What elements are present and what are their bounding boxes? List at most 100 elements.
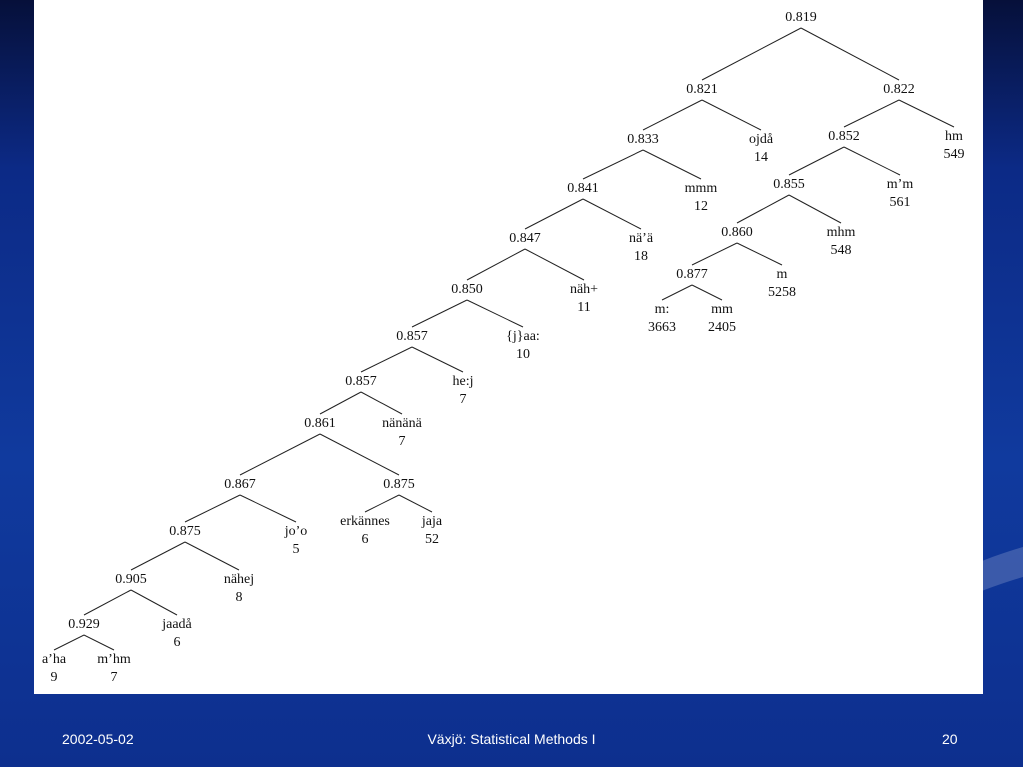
tree-edge-n0833-mmm bbox=[642, 149, 702, 180]
leaf-label-aha: a’ha bbox=[42, 652, 67, 667]
tree-edge-n0905-jaada bbox=[130, 589, 178, 616]
tree-edge-n0867-n0875a bbox=[184, 494, 241, 523]
node-score-n0867: 0.867 bbox=[224, 477, 256, 492]
node-score-n0875b: 0.875 bbox=[383, 477, 415, 492]
leaf-label-jaja: jaja bbox=[421, 514, 443, 529]
background-swoosh bbox=[803, 547, 1023, 687]
footer-date: 2002-05-02 bbox=[62, 731, 134, 747]
tree-edge-n0850-jaa bbox=[466, 299, 524, 328]
leaf-label-mmm: mmm bbox=[685, 181, 718, 196]
node-score-n0833: 0.833 bbox=[627, 132, 659, 147]
leaf-count-jaada: 6 bbox=[174, 635, 181, 650]
leaf-count-jaa: 10 bbox=[516, 347, 530, 362]
node-score-n0847: 0.847 bbox=[509, 231, 541, 246]
leaf-count-ojda: 14 bbox=[754, 150, 768, 165]
leaf-count-mmm: 12 bbox=[694, 199, 708, 214]
leaf-count-erkannes: 6 bbox=[362, 532, 369, 547]
node-score-n0857a: 0.857 bbox=[396, 329, 428, 344]
footer-title: Växjö: Statistical Methods I bbox=[427, 731, 596, 747]
tree-edge-n0857a-n0857b bbox=[360, 346, 413, 373]
tree-edge-n0821-ojda bbox=[701, 99, 762, 131]
tree-edge-n0852-mqm bbox=[843, 146, 901, 176]
leaf-count-nanana: 7 bbox=[399, 434, 406, 449]
leaf-count-nahej: 8 bbox=[236, 590, 243, 605]
tree-edge-n0929-mhm2 bbox=[83, 634, 115, 651]
node-score-n0841: 0.841 bbox=[567, 181, 599, 196]
tree-edge-n0861-n0867 bbox=[239, 433, 321, 476]
tree-edge-n0875b-erkannes bbox=[364, 494, 400, 513]
node-score-n0929: 0.929 bbox=[68, 617, 100, 632]
tree-edge-n0860-m bbox=[736, 242, 783, 266]
leaf-label-mhm: mhm bbox=[827, 225, 856, 240]
leaf-count-joo: 5 bbox=[293, 542, 300, 557]
node-score-n0822: 0.822 bbox=[883, 82, 915, 97]
tree-edge-n0852-n0855 bbox=[788, 146, 845, 176]
leaf-count-mhm2: 7 bbox=[111, 670, 118, 685]
tree-edge-n0841-n0847 bbox=[524, 198, 584, 230]
leaf-label-hm: hm bbox=[945, 129, 963, 144]
tree-edge-n0822-hm bbox=[898, 99, 955, 128]
leaf-count-hej: 7 bbox=[460, 392, 467, 407]
slide-number: 20 bbox=[942, 731, 958, 747]
leaf-label-erkannes: erkännes bbox=[340, 514, 390, 529]
node-score-n0855: 0.855 bbox=[773, 177, 805, 192]
leaf-label-mcolon: m: bbox=[655, 302, 670, 317]
leaf-count-nahplus: 11 bbox=[577, 300, 590, 315]
leaf-count-aha: 9 bbox=[51, 670, 58, 685]
leaf-label-naqa: nä’ä bbox=[629, 231, 654, 246]
leaf-label-nanana: nänänä bbox=[382, 416, 422, 431]
tree-edge-n0857b-nanana bbox=[360, 391, 403, 415]
tree-edge-n0860-n0877 bbox=[691, 242, 738, 266]
leaf-count-mhm: 548 bbox=[831, 243, 852, 258]
tree-edge-n0875b-jaja bbox=[398, 494, 433, 513]
leaf-count-mcolon: 3663 bbox=[648, 320, 676, 335]
leaf-label-jaada: jaadå bbox=[161, 617, 192, 632]
leaf-label-mhm2: m’hm bbox=[97, 652, 131, 667]
tree-edge-n0861-n0875b bbox=[319, 433, 400, 476]
leaf-label-joo: jo’o bbox=[284, 524, 308, 539]
tree-edge-n0833-n0841 bbox=[582, 149, 644, 180]
tree-edge-n0877-mcolon bbox=[661, 284, 693, 301]
leaf-count-mqm: 561 bbox=[890, 195, 911, 210]
tree-edge-n0929-aha bbox=[53, 634, 85, 651]
node-score-n0877: 0.877 bbox=[676, 267, 708, 282]
leaf-count-jaja: 52 bbox=[425, 532, 439, 547]
node-score-n0819: 0.819 bbox=[785, 10, 817, 25]
leaf-label-nahej: nähej bbox=[224, 572, 254, 587]
tree-edge-n0821-n0833 bbox=[642, 99, 703, 131]
tree-edge-n0847-nahplus bbox=[524, 248, 585, 281]
tree-edge-n0847-n0850 bbox=[466, 248, 526, 281]
leaf-label-mqm: m’m bbox=[887, 177, 914, 192]
node-score-n0850: 0.850 bbox=[451, 282, 483, 297]
tree-edge-n0877-mm bbox=[691, 284, 723, 301]
tree-edge-n0905-n0929 bbox=[83, 589, 132, 616]
tree-edge-n0819-n0822 bbox=[800, 27, 900, 81]
leaf-label-jaa: {j}aa: bbox=[506, 329, 540, 344]
tree-edge-n0841-naqa bbox=[582, 198, 642, 230]
tree-edge-n0875a-n0905 bbox=[130, 541, 186, 571]
node-score-n0860: 0.860 bbox=[721, 225, 753, 240]
leaf-count-m: 5258 bbox=[768, 285, 796, 300]
node-score-n0821: 0.821 bbox=[686, 82, 718, 97]
node-score-n0852: 0.852 bbox=[828, 129, 860, 144]
tree-edge-n0850-n0857a bbox=[411, 299, 468, 328]
tree-edge-n0857a-hej bbox=[411, 346, 464, 373]
leaf-label-ojda: ojdå bbox=[749, 132, 774, 147]
leaf-label-nahplus: näh+ bbox=[570, 282, 598, 297]
node-score-n0857b: 0.857 bbox=[345, 374, 377, 389]
tree-edge-n0855-n0860 bbox=[736, 194, 790, 224]
leaf-label-mm: mm bbox=[711, 302, 733, 317]
tree-edge-n0875a-nahej bbox=[184, 541, 240, 571]
tree-edge-n0867-joo bbox=[239, 494, 297, 523]
leaf-label-hej: he:j bbox=[453, 374, 474, 389]
node-score-n0861: 0.861 bbox=[304, 416, 336, 431]
tree-edge-n0857b-n0861 bbox=[319, 391, 362, 415]
tree-edge-n0822-n0852 bbox=[843, 99, 900, 128]
tree-edge-n0819-n0821 bbox=[701, 27, 802, 81]
leaf-count-mm: 2405 bbox=[708, 320, 736, 335]
tree-edge-n0855-mhm bbox=[788, 194, 842, 224]
node-score-n0905: 0.905 bbox=[115, 572, 147, 587]
node-score-n0875a: 0.875 bbox=[169, 524, 201, 539]
